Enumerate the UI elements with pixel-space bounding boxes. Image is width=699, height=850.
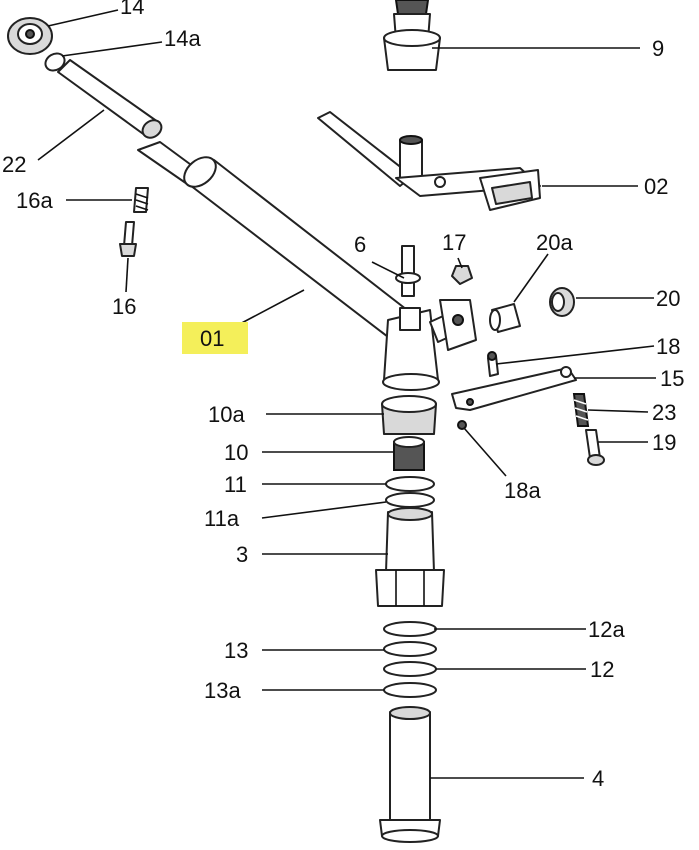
label-10: 10 <box>224 440 248 465</box>
part-22 <box>57 59 163 139</box>
label-20: 20 <box>656 286 680 311</box>
highlight-box-01 <box>182 322 248 354</box>
label-22: 22 <box>2 152 26 177</box>
part-labels: 14 14a 22 16a 16 01 9 02 6 17 20a 20 18 … <box>2 0 684 791</box>
label-16: 16 <box>112 294 136 319</box>
label-15: 15 <box>660 366 684 391</box>
part-17 <box>451 265 473 285</box>
part-14 <box>7 17 53 55</box>
part-6 <box>395 245 421 297</box>
label-14: 14 <box>120 0 144 19</box>
part-10 <box>393 436 425 471</box>
part-01-arm <box>137 141 477 391</box>
label-13a: 13a <box>204 678 241 703</box>
part-02 <box>317 111 541 211</box>
label-18a: 18a <box>504 478 541 503</box>
leader-lines <box>37 9 656 779</box>
label-19: 19 <box>652 430 676 455</box>
part-13 <box>383 641 437 657</box>
label-01: 01 <box>200 326 224 351</box>
label-4: 4 <box>592 766 604 791</box>
part-18a <box>457 420 467 430</box>
label-16a: 16a <box>16 188 53 213</box>
part-23 <box>572 393 590 427</box>
label-11a: 11a <box>204 506 240 531</box>
part-16a <box>133 187 149 213</box>
part-14a <box>44 52 66 72</box>
part-11 <box>385 476 435 492</box>
label-13: 13 <box>224 638 248 663</box>
label-23: 23 <box>652 400 676 425</box>
part-20 <box>549 287 575 317</box>
part-3 <box>375 507 445 607</box>
part-9 <box>383 0 441 71</box>
part-18 <box>487 351 499 377</box>
part-19 <box>585 429 605 466</box>
part-4 <box>379 706 441 843</box>
part-12a <box>383 621 437 637</box>
part-20a <box>489 303 521 333</box>
label-10a: 10a <box>208 402 245 427</box>
label-11: 11 <box>224 472 247 497</box>
label-14a: 14a <box>164 26 201 51</box>
part-11a <box>385 492 435 508</box>
label-17: 17 <box>442 230 466 255</box>
label-12a: 12a <box>588 617 625 642</box>
label-6: 6 <box>354 232 366 257</box>
part-13a <box>383 682 437 698</box>
part-10a <box>381 395 437 435</box>
label-20a: 20a <box>536 230 573 255</box>
label-02: 02 <box>644 174 668 199</box>
label-9: 9 <box>652 36 664 61</box>
label-12: 12 <box>590 657 614 682</box>
part-15 <box>451 366 577 411</box>
part-12 <box>383 661 437 677</box>
label-3: 3 <box>236 542 248 567</box>
label-18: 18 <box>656 334 680 359</box>
part-16 <box>119 221 137 257</box>
